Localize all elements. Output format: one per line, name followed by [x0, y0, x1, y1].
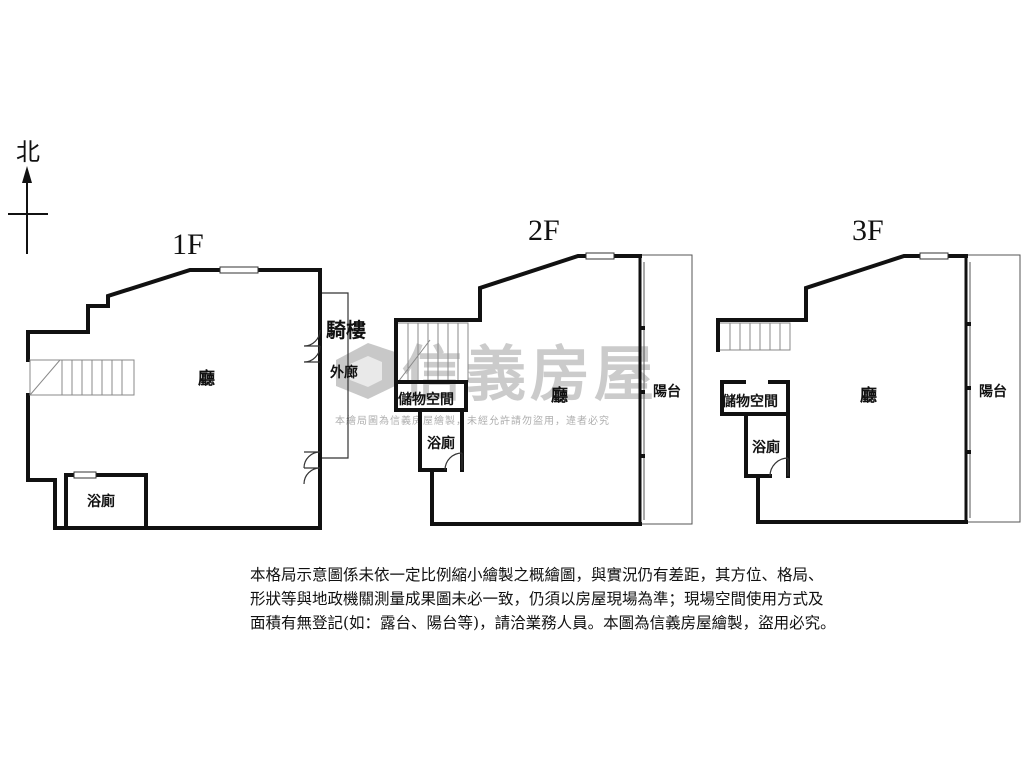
floor-2f-balcony-label: 陽台 [653, 383, 681, 400]
floor-3f: 3F 廳 [716, 214, 1021, 524]
floor-2f-window [585, 252, 615, 260]
floor-1f-corridor-label: 外廊 [330, 364, 358, 381]
floor-2f-storage-label: 儲物空間 [397, 391, 454, 408]
floor-1f-stair [29, 359, 135, 396]
floor-1f-window [219, 266, 259, 274]
floor-1f: 1F 廳 浴廁 騎樓 外廊 [26, 228, 366, 530]
floor-2f-outer-wall-bottom [430, 468, 642, 526]
floor-3f-balcony-doors [964, 258, 971, 520]
floor-1f-hall-label: 廳 [198, 368, 215, 389]
floor-3f-stair [720, 322, 791, 351]
floor-3f-label: 3F [852, 214, 884, 247]
floor-2f-label: 2F [528, 214, 560, 247]
floor-3f-bath-door [769, 457, 789, 477]
floor-1f-bath-label: 浴廁 [87, 493, 115, 510]
compass-north-label: 北 [16, 139, 40, 166]
floor-2f-bath-door [444, 452, 463, 471]
disclaimer-line: 面積有無登記(如：露台、陽台等)，請洽業務人員。本圖為信義房屋繪製，盜用必究。 [250, 614, 836, 632]
disclaimer-line: 本格局示意圖係未依一定比例縮小繪製之概繪圖，與實況仍有差距，其方位、格局、 [250, 566, 824, 584]
watermark-logo-inner [350, 356, 382, 387]
floor-2f-storage-wall [394, 380, 468, 412]
floor-3f-balcony-outline [966, 254, 1021, 523]
floor-2f-balcony-doors [638, 258, 645, 522]
floor-1f-label: 1F [172, 228, 204, 261]
floor-3f-outer-wall-bottom [756, 474, 968, 524]
floor-1f-bath-wall [64, 473, 148, 530]
floor-1f-bath-door [73, 471, 97, 479]
floor-3f-window [919, 252, 949, 260]
compass: 北 [8, 139, 48, 254]
floor-3f-storage-right-wall [768, 380, 790, 478]
floor-3f-hall-label: 廳 [860, 385, 877, 406]
floor-2f-balcony-outline [640, 254, 693, 525]
floor-1f-arcade [303, 292, 349, 485]
floor-3f-storage-label: 儲物空間 [721, 393, 778, 410]
floor-2f: 2F [394, 214, 693, 526]
watermark-brand-text: 信義房屋 [402, 340, 658, 410]
floor-2f-stair [397, 322, 469, 383]
floor-2f-hall-label: 廳 [551, 385, 568, 406]
watermark: 信義房屋 本繪局圖為信義房屋繪製，未經允許請勿盜用，違者必究 [335, 340, 658, 427]
floor-1f-outer-wall [26, 268, 322, 530]
floor-2f-bath-label: 浴廁 [427, 435, 455, 452]
disclaimer-line: 形狀等與地政機關測量成果圖未必一致，仍須以房屋現場為準；現場空間使用方式及 [250, 590, 824, 608]
watermark-note-text: 本繪局圖為信義房屋繪製，未經允許請勿盜用，違者必究 [335, 414, 610, 427]
floor-3f-outer-wall-top [716, 254, 968, 352]
floor-3f-bath-label: 浴廁 [752, 439, 780, 456]
floor-3f-balcony-label: 陽台 [979, 383, 1007, 400]
compass-arrow-head-icon [22, 166, 32, 183]
disclaimer-text: 本格局示意圖係未依一定比例縮小繪製之概繪圖，與實況仍有差距，其方位、格局、 形狀… [250, 563, 950, 635]
floor-1f-arcade-label: 騎樓 [326, 318, 366, 342]
